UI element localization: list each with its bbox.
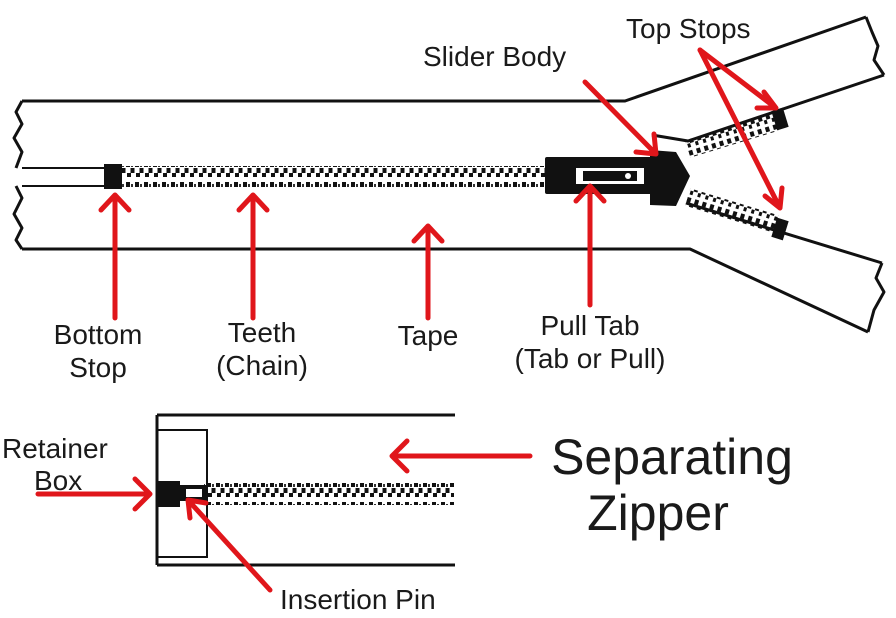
teeth-chain: [122, 166, 550, 188]
separating-arrow: [389, 438, 533, 474]
label-insertion-pin: Insertion Pin: [280, 584, 436, 615]
label-retainer-box-line2: Box: [34, 465, 82, 496]
upper-split-teeth: [685, 113, 779, 158]
pull-tab-arrow: [573, 183, 607, 308]
label-teeth-line1: Teeth: [228, 317, 297, 348]
bottom-stop: [104, 164, 122, 189]
slider-body: [545, 150, 690, 206]
bottom-stop-arrow: [98, 192, 132, 321]
label-bottom-stop-line1: Bottom: [54, 319, 143, 350]
insertion-pin-arrow: [185, 497, 273, 593]
label-zipper: Zipper: [587, 485, 729, 541]
slider-body-arrow: [582, 79, 659, 157]
label-retainer-box-line1: Retainer: [2, 433, 108, 464]
torn-edge-lower: [12, 185, 24, 250]
label-pull-tab-line1: Pull Tab: [540, 310, 639, 341]
top-stop-upper: [771, 107, 789, 131]
label-teeth-line2: (Chain): [216, 350, 308, 381]
torn-edge-top-right: [864, 16, 886, 76]
torn-edge-bottom-right: [866, 262, 886, 333]
top-stops-arrow-upper: [697, 47, 779, 111]
retainer-box-block: [158, 481, 180, 507]
top-stop-lower: [771, 217, 789, 241]
retainer-box-arrow: [35, 476, 153, 512]
lower-split-teeth: [685, 188, 779, 233]
label-top-stops: Top Stops: [626, 13, 751, 44]
tape-arrow: [411, 223, 445, 321]
insertion-pin-slot: [186, 489, 202, 497]
sep-teeth-chain: [204, 483, 454, 505]
teeth-arrow: [236, 192, 270, 321]
torn-edge-upper: [12, 100, 24, 169]
label-slider-body: Slider Body: [423, 41, 566, 72]
label-pull-tab-line2: (Tab or Pull): [515, 343, 666, 374]
label-bottom-stop-line2: Stop: [69, 352, 127, 383]
top-stops-arrow-lower: [697, 47, 785, 211]
label-tape: Tape: [398, 320, 459, 351]
arrows: [35, 47, 785, 593]
tape-split-line: [22, 167, 105, 187]
label-separating: Separating: [551, 429, 793, 485]
